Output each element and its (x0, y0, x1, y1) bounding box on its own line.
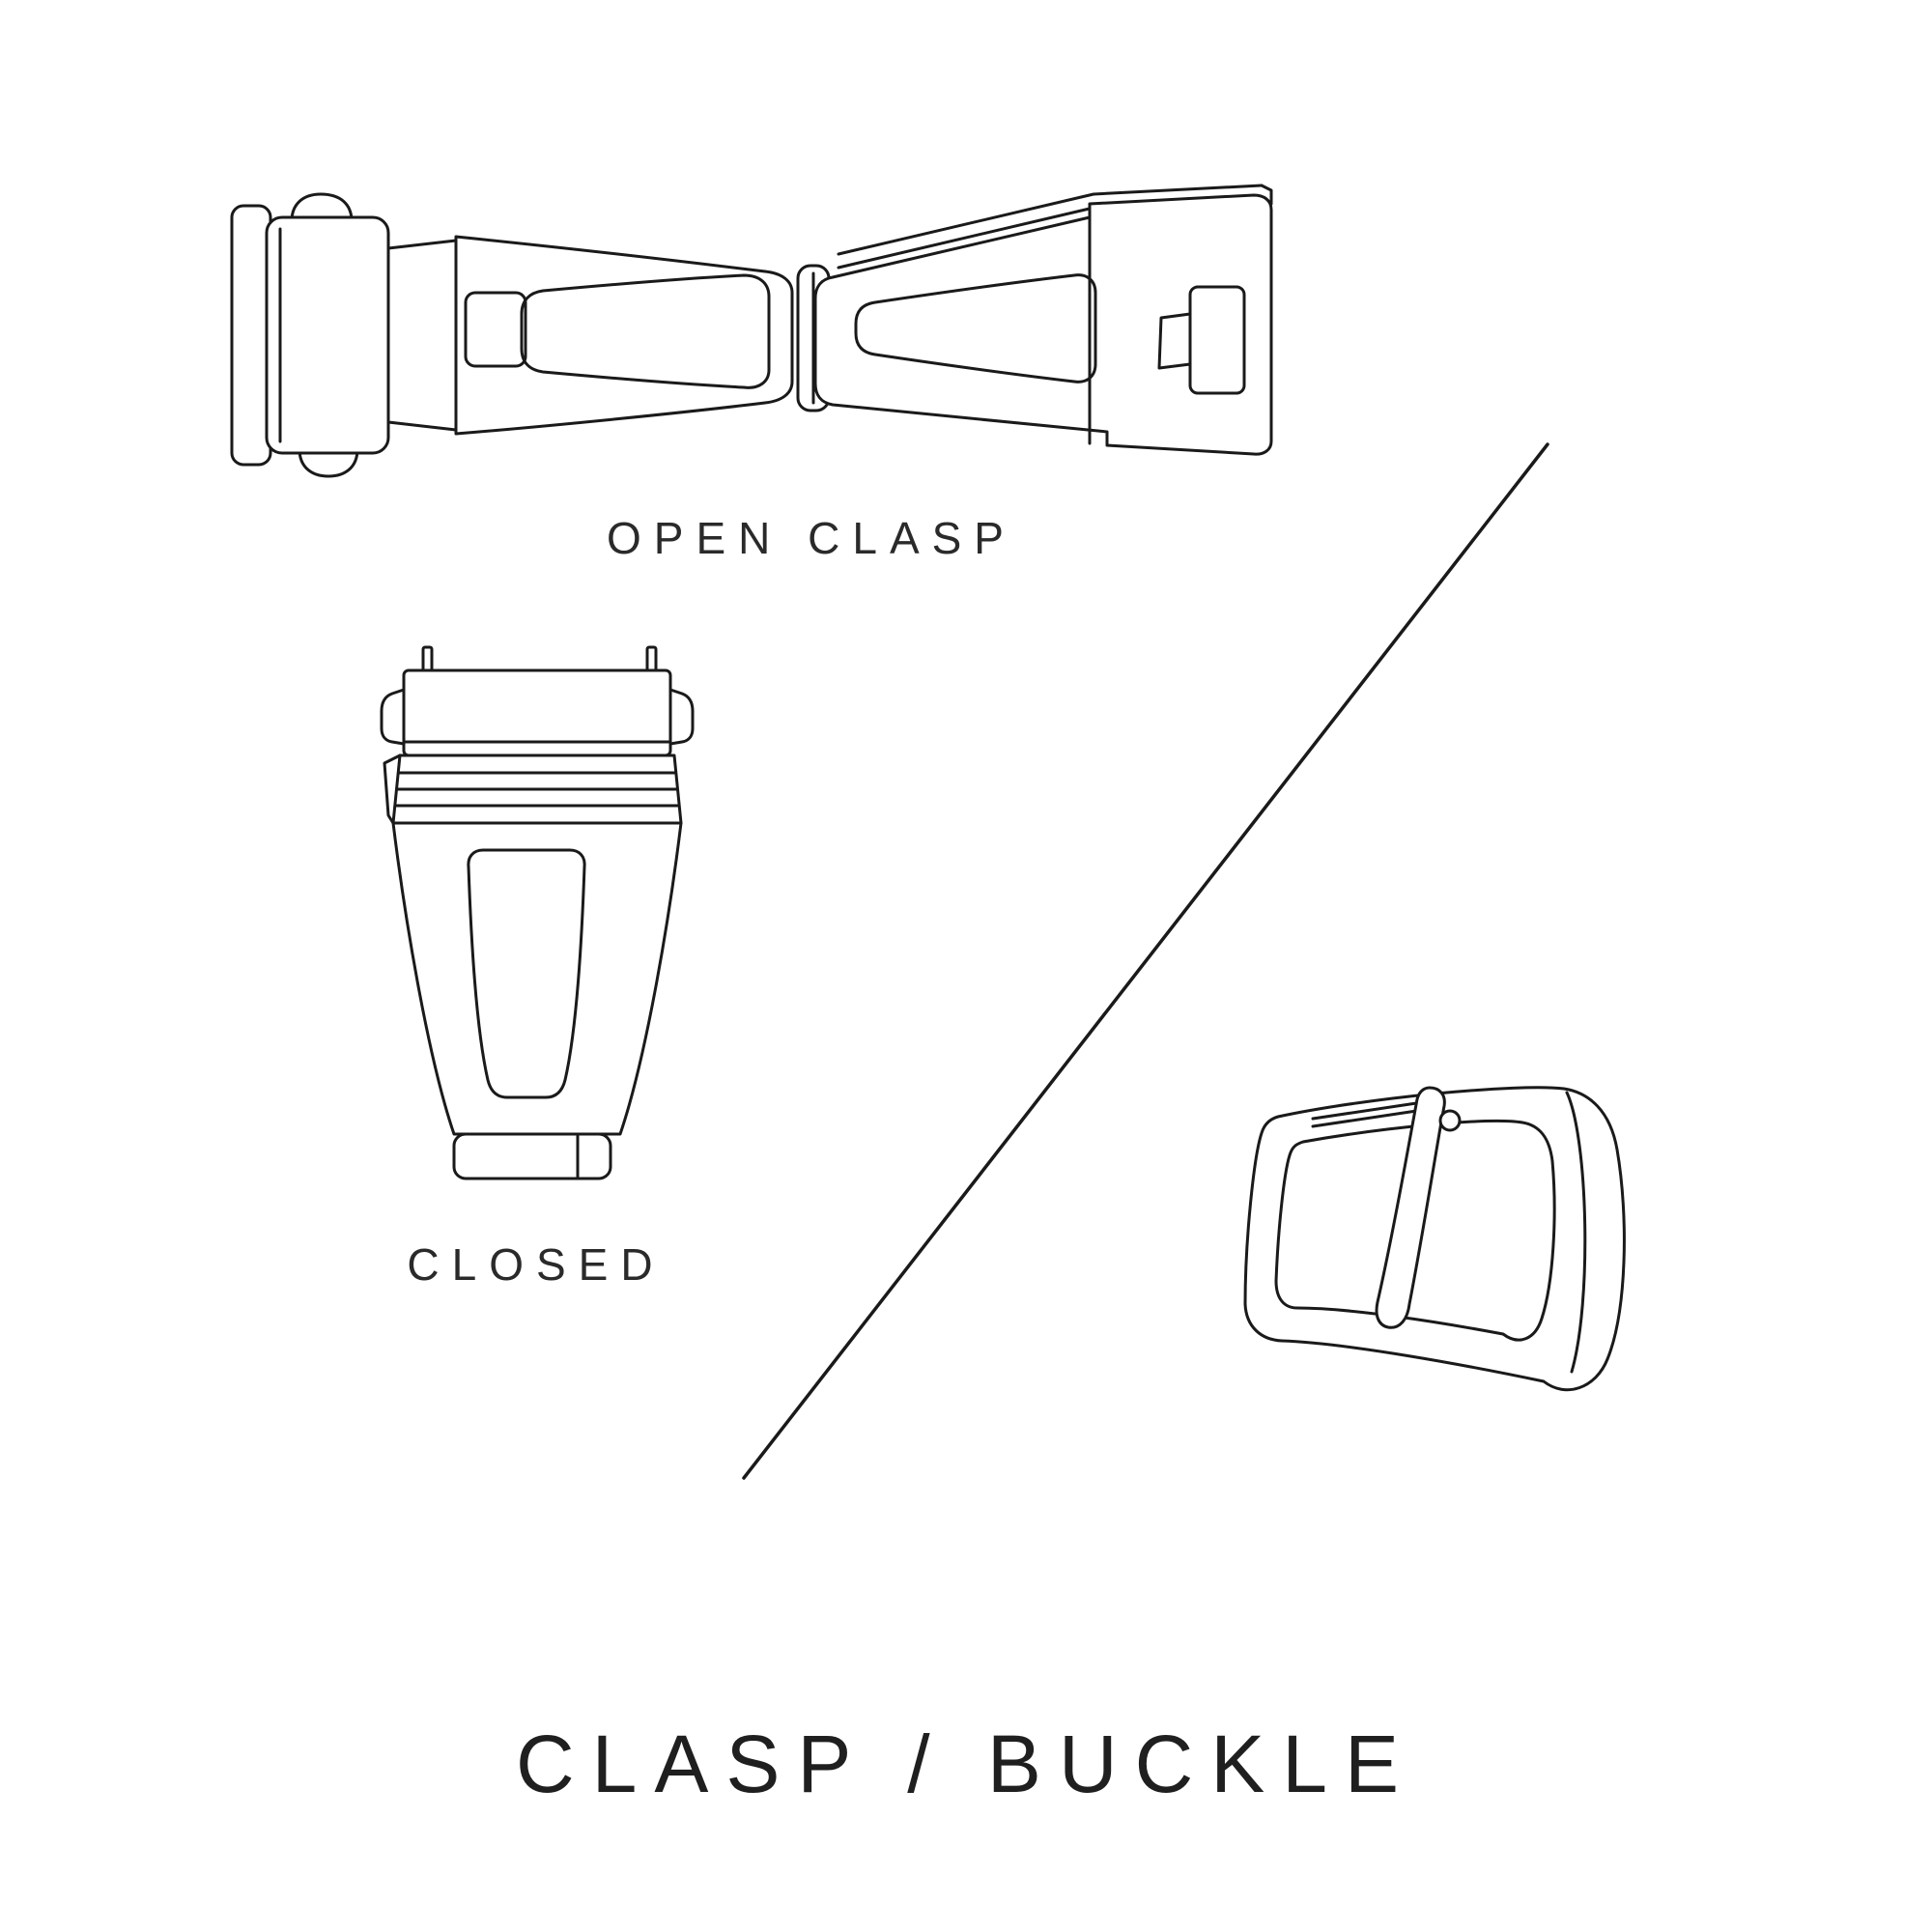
blade-top-line (837, 184, 1264, 256)
open-clasp-label: OPEN CLASP (607, 513, 1016, 563)
left-end-bottom-bump (298, 447, 359, 478)
left-ear (380, 688, 406, 746)
buckle-barrel-line (1565, 1091, 1587, 1374)
buckle-frame (1243, 1086, 1626, 1392)
closed-clasp-illustration (380, 645, 695, 1180)
spring-bar-top-line (1311, 1100, 1425, 1121)
end-hole (1188, 285, 1246, 395)
buckle-illustration (1243, 1086, 1626, 1392)
bottom-bar (452, 1132, 612, 1180)
blade-bottom-line (837, 206, 1095, 270)
buckle-frame-opening (1274, 1119, 1556, 1342)
right-ear (668, 688, 695, 746)
closed-clasp-label: CLOSED (407, 1239, 666, 1290)
body-inner-channel (467, 848, 586, 1099)
open-clasp-illustration (230, 184, 1273, 478)
left-arm-inner-detail (520, 273, 771, 389)
diagram-title: CLASP / BUCKLE (515, 1719, 1417, 1809)
right-arm-inner-detail (854, 273, 1097, 384)
left-end-top-bump (290, 192, 354, 223)
spring-bar-bottom-line (1311, 1108, 1425, 1128)
pin-loop (1438, 1109, 1462, 1132)
band-left-tab (383, 753, 402, 825)
right-arm (813, 193, 1273, 456)
blade-end-fold (1260, 184, 1273, 206)
end-hook (1157, 312, 1192, 370)
pusher-hole (464, 291, 527, 368)
tapered-body (391, 821, 683, 1136)
